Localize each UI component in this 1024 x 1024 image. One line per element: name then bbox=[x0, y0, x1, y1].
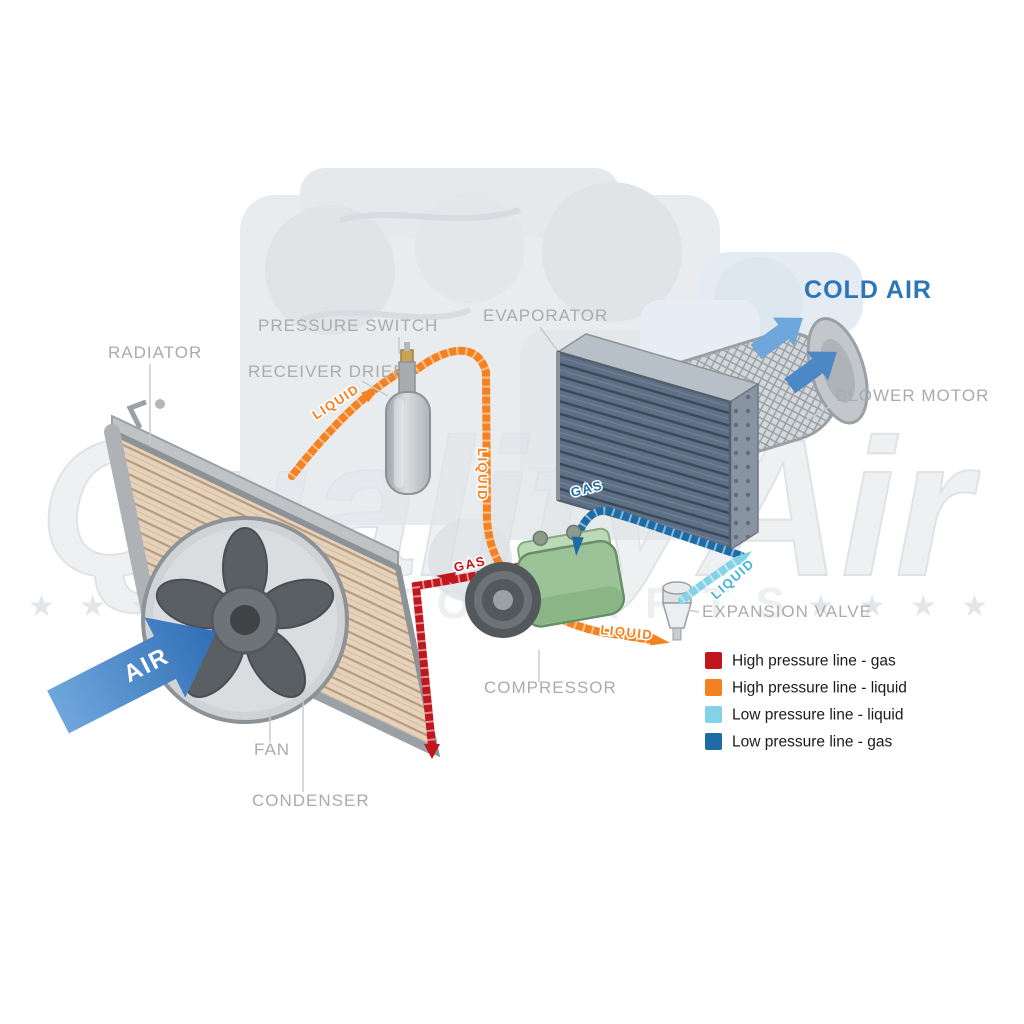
legend: High pressure line - gas High pressure l… bbox=[705, 652, 907, 751]
legend-item-low-gas: Low pressure line - gas bbox=[705, 733, 892, 751]
evaporator bbox=[556, 333, 760, 552]
orange-arrow-to-drier bbox=[361, 385, 380, 403]
receiver-drier-label: RECEIVER DRIER bbox=[248, 362, 407, 381]
legend-item-high-liquid: High pressure line - liquid bbox=[705, 679, 907, 697]
expansion-valve bbox=[662, 581, 692, 641]
legend-label-low-liquid: Low pressure line - liquid bbox=[732, 707, 903, 724]
legend-item-low-liquid: Low pressure line - liquid bbox=[705, 706, 903, 724]
pipe-low-pressure-liquid bbox=[678, 550, 752, 604]
legend-swatch-high-liquid bbox=[705, 679, 722, 696]
lightblue-arrow-into-evaporator bbox=[733, 550, 752, 568]
watermark-stars-right: ★ ★ ★ ★ bbox=[807, 590, 996, 623]
pipe-label-liquid-to-valve: LIQUID bbox=[600, 622, 654, 642]
compressor-pulley bbox=[465, 562, 541, 638]
condenser-label: CONDENSER bbox=[252, 791, 370, 810]
legend-swatch-low-gas bbox=[705, 733, 722, 750]
blue-arrow-into-compressor bbox=[571, 536, 584, 556]
orange-arrow-to-valve bbox=[650, 633, 670, 646]
component-labels: RADIATOR PRESSURE SWITCH RECEIVER DRIER … bbox=[108, 306, 989, 810]
fan bbox=[141, 516, 349, 724]
cold-air-arrow-2 bbox=[784, 351, 837, 394]
red-arrow-into-condenser bbox=[424, 744, 440, 759]
air-arrow bbox=[47, 617, 217, 734]
fan-label: FAN bbox=[254, 740, 290, 759]
radiator-label: RADIATOR bbox=[108, 343, 202, 362]
blower-motor-label: BLOWER MOTOR bbox=[836, 386, 989, 405]
cold-air-arrow-1 bbox=[750, 317, 803, 360]
legend-swatch-low-liquid bbox=[705, 706, 722, 723]
evaporator-label: EVAPORATOR bbox=[483, 306, 608, 325]
cold-air-arrows bbox=[750, 317, 837, 394]
compressor-label: COMPRESSOR bbox=[484, 678, 617, 697]
legend-label-high-gas: High pressure line - gas bbox=[732, 653, 896, 670]
pressure-switch-label: PRESSURE SWITCH bbox=[258, 316, 438, 335]
legend-item-high-gas: High pressure line - gas bbox=[705, 652, 896, 670]
red-arrow-mid bbox=[436, 572, 456, 585]
expansion-valve-label: EXPANSION VALVE bbox=[702, 602, 872, 621]
legend-label-high-liquid: High pressure line - liquid bbox=[732, 680, 907, 697]
cold-air-label: COLD AIR bbox=[804, 276, 932, 304]
legend-label-low-gas: Low pressure line - gas bbox=[732, 734, 892, 751]
pipe-label-liquid-vertical: LIQUID bbox=[475, 448, 490, 501]
leader-lines bbox=[149, 326, 834, 792]
legend-swatch-high-gas bbox=[705, 652, 722, 669]
receiver-drier bbox=[385, 342, 431, 495]
